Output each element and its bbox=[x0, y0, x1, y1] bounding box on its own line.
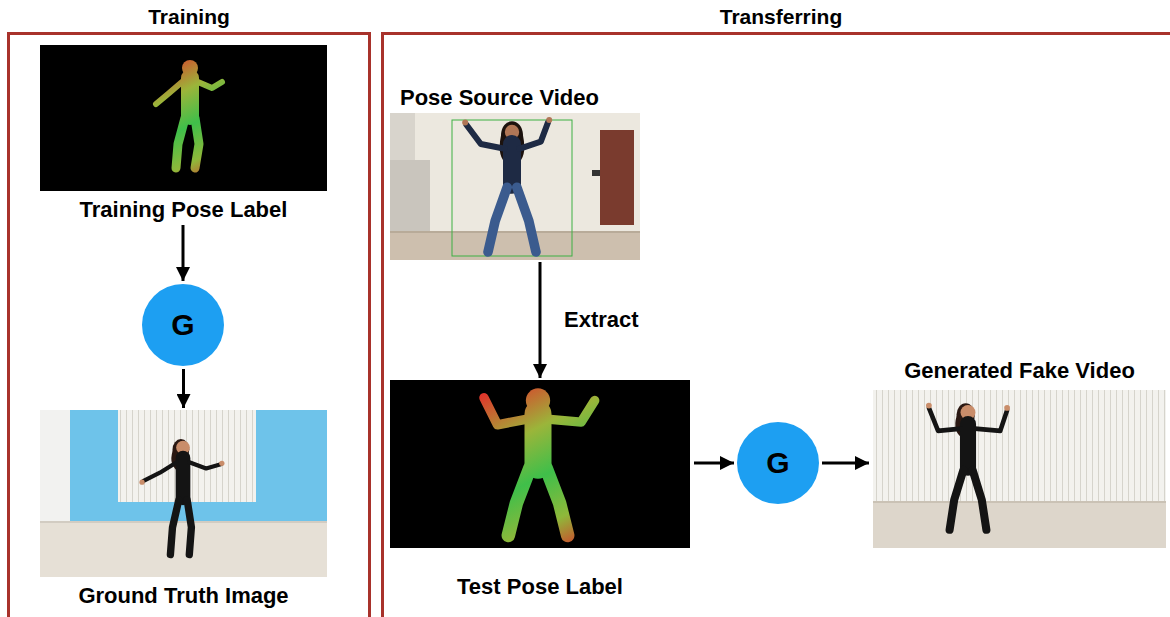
generator-circle-shape bbox=[142, 284, 224, 366]
generated-photo bbox=[873, 390, 1166, 548]
test-pose-image bbox=[390, 380, 690, 548]
image-caption: Pose Source Video bbox=[388, 85, 642, 111]
flow-arrow bbox=[539, 262, 542, 378]
image-area bbox=[388, 113, 642, 260]
image-area bbox=[388, 380, 692, 548]
edge-label: Extract bbox=[564, 307, 639, 333]
generator-circle-shape bbox=[737, 422, 819, 504]
pose-label-image: Training Pose Label bbox=[38, 45, 329, 223]
generator-circle: G bbox=[141, 283, 225, 367]
image-caption: Ground Truth Image bbox=[38, 583, 329, 609]
image-caption: Generated Fake Video bbox=[871, 358, 1168, 384]
pose-label-image: Test Pose Label bbox=[388, 380, 692, 600]
source-video-image: Pose Source Video bbox=[388, 85, 642, 260]
region-heading: Transferring bbox=[384, 4, 1170, 30]
flow-arrow bbox=[182, 369, 185, 408]
generator-label: G bbox=[736, 421, 820, 505]
image-area bbox=[871, 390, 1168, 548]
image-area bbox=[38, 410, 329, 577]
generator-label: G bbox=[141, 283, 225, 367]
flow-arrow bbox=[822, 462, 869, 465]
image-area bbox=[38, 45, 329, 191]
transferring-region: TransferringPose Source VideoTest Pose L… bbox=[381, 32, 1170, 617]
image-caption: Training Pose Label bbox=[38, 197, 329, 223]
pose-source-photo bbox=[390, 113, 640, 260]
region-heading: Training bbox=[10, 4, 368, 30]
fake-video-image: Generated Fake Video bbox=[871, 358, 1168, 548]
generator-circle: G bbox=[736, 421, 820, 505]
training-pose-image bbox=[40, 45, 327, 191]
training-region: TrainingTraining Pose LabelGGround Truth… bbox=[7, 32, 371, 617]
flow-arrow bbox=[694, 462, 734, 465]
image-caption: Test Pose Label bbox=[388, 574, 692, 600]
ground-truth-photo bbox=[40, 410, 327, 577]
flow-arrow bbox=[182, 225, 185, 281]
ground-truth-image: Ground Truth Image bbox=[38, 410, 329, 609]
